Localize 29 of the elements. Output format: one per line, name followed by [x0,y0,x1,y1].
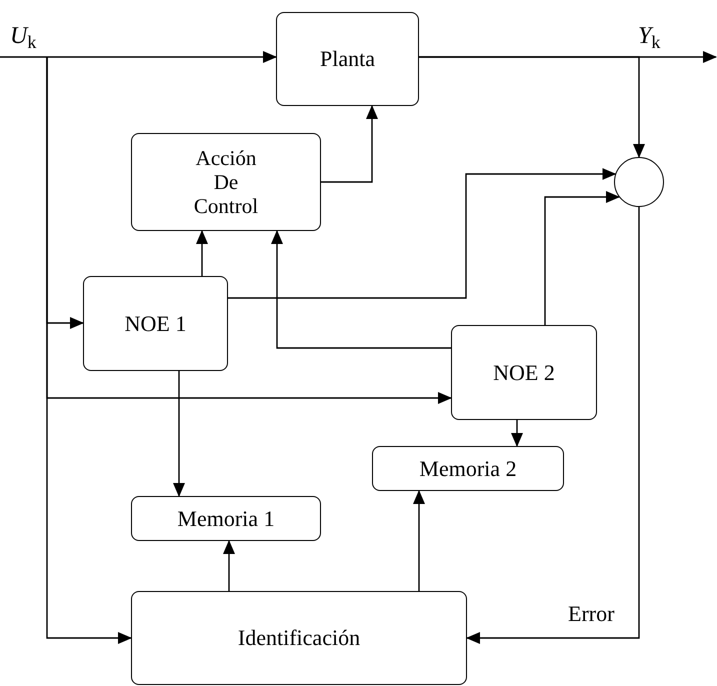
arrow [466,207,640,644]
arrow [46,57,132,644]
arrow [511,420,523,447]
process-box [131,133,321,231]
box-label: Identificación [238,625,360,651]
arrow [196,230,208,276]
arrow [321,105,378,183]
process-box [131,496,321,541]
signal-label: U$_{k}$ [10,24,36,48]
process-box [372,446,564,491]
arrow [271,230,451,349]
arrow [419,56,645,158]
arrow [0,51,277,63]
process-box [276,12,419,106]
box-label: Planta [320,46,375,72]
arrow [413,490,425,591]
process-box [131,591,467,685]
process-box [451,325,597,420]
arrow [173,371,185,497]
arrow [223,540,235,591]
arrow [544,191,620,325]
box-label: Memoria 2 [419,456,517,482]
box-label: Memoria 1 [177,506,275,532]
signal-label: Y$_{k}$ [638,24,660,48]
box-label: Acción De Control [192,146,260,218]
process-box [83,276,228,371]
arrow [228,168,616,299]
box-label: NOE 1 [124,310,186,336]
box-label: NOE 2 [493,360,555,386]
